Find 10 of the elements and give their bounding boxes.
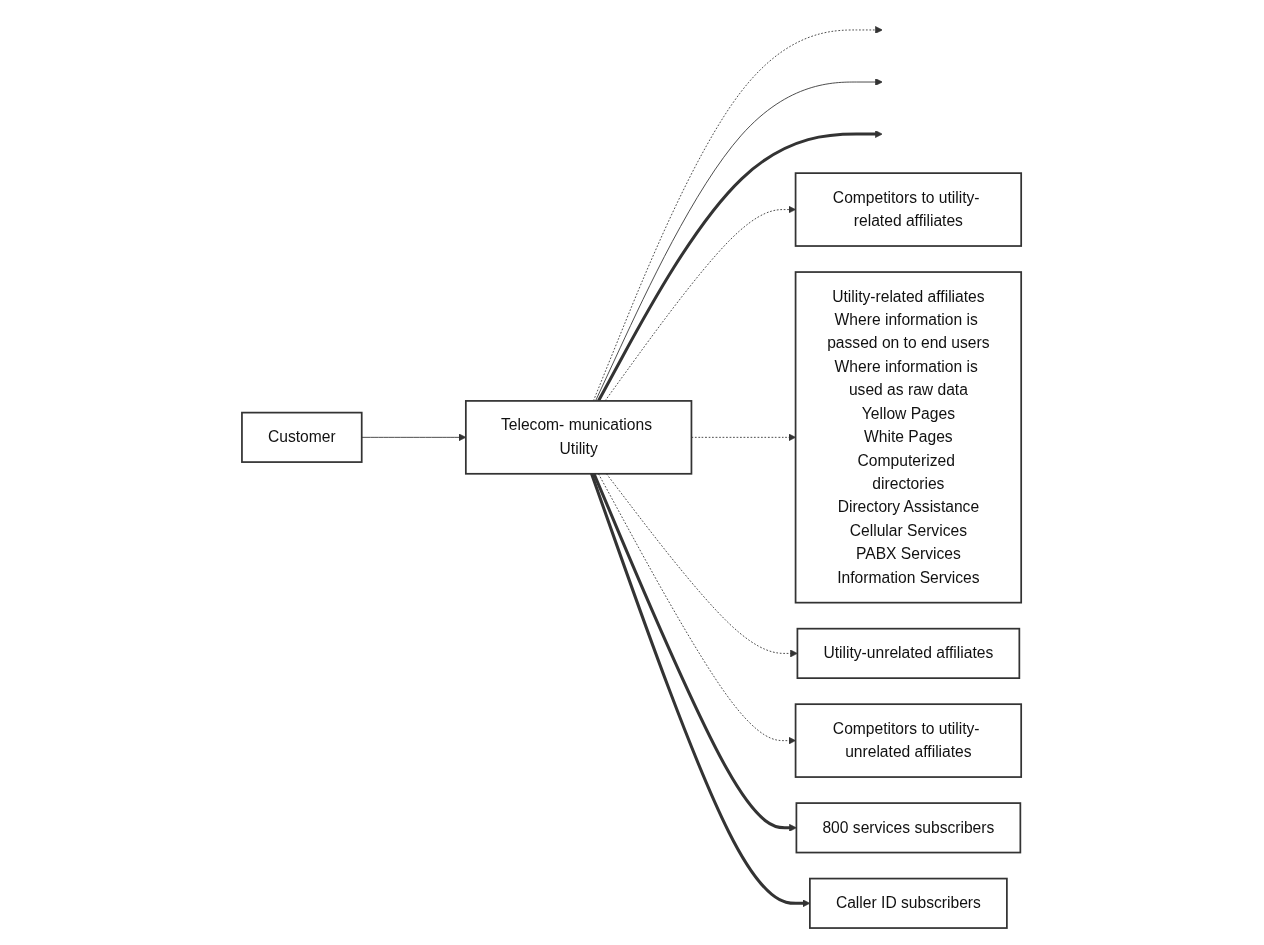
process-box: Competitors to utility- related affiliates — [795, 172, 1023, 247]
process-box: Utility-related affiliates Where information is passed on to end users Where information is used as raw data Yellow Pages White Pages Computerized directories Directory Assistance Cellular Services PABX Services Information Services — [795, 271, 1023, 604]
process-box: Competitors to utility- unrelated affiliates — [795, 703, 1023, 778]
process-box: Telecom- munications Utility — [465, 400, 693, 475]
process-box: Utility-unrelated affiliates — [797, 627, 1021, 679]
process-box: 800 services subscribers — [795, 802, 1022, 854]
arrow — [597, 130, 884, 402]
process-box: Customer — [241, 411, 363, 463]
process-box: Caller ID subscribers — [809, 877, 1009, 929]
arrow — [590, 473, 811, 908]
